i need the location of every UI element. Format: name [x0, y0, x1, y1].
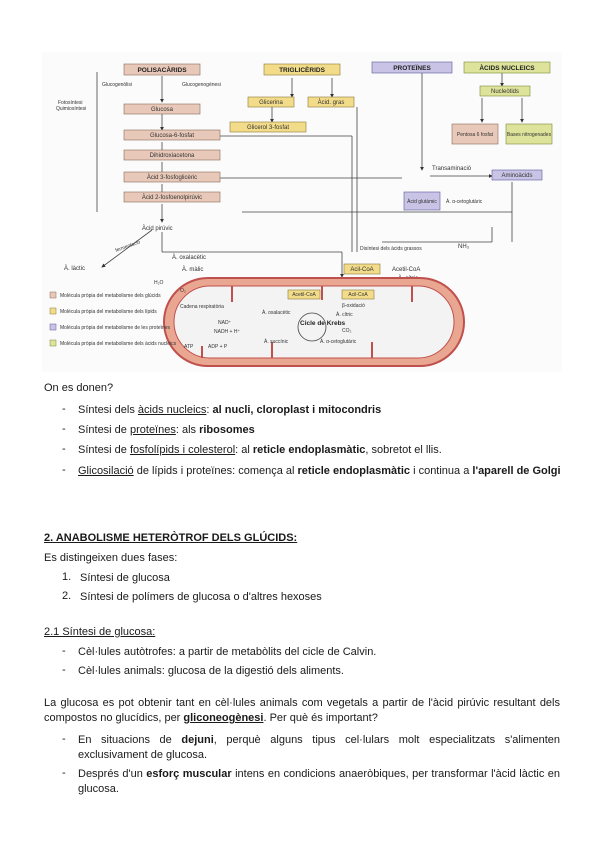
- glucosa6-label: Glucosa-6-fosfat: [150, 133, 194, 139]
- cadena-label: Cadena respiratòria: [180, 304, 224, 310]
- list-item: Síntesi de proteïnes: als ribosomes: [78, 424, 255, 436]
- cell-item: Cèl·lules autòtrofes: a partir de metabò…: [78, 646, 377, 658]
- proteines-label: PROTEÏNES: [393, 64, 431, 72]
- acetil-coa-label: Acetil-CoA: [292, 292, 316, 298]
- pentosa-label: Pentosa 6 fosfat: [457, 132, 494, 138]
- list-item: Síntesi de fosfolípids i colesterol: al …: [78, 444, 442, 456]
- cell-item: Cèl·lules animals: glucosa de la digesti…: [78, 665, 344, 677]
- fermentacio-label: fermentació: [115, 239, 142, 254]
- acid3-label: Àcid 3-fosfoglicèric: [147, 174, 197, 181]
- glucogenogenesi-label: Glucogenogènesi: [182, 82, 221, 88]
- quimiosintesi-label: Quimiosíntesi: [56, 106, 86, 112]
- legend-carbs: Molècula pròpia del metabolisme dels glú…: [60, 293, 161, 299]
- acids-grassos-label: Àcid. gras: [318, 99, 345, 106]
- a-oxalacetic-in-label: À. oxalacètic: [262, 309, 291, 316]
- h2o-label: H₂O: [154, 280, 164, 286]
- trigliceris-label: TRIGLICÈRIDS: [279, 65, 326, 74]
- acil-coa-in-label: Acil-CoA: [348, 292, 368, 298]
- dihidroxiacetona-label: Dihidroxiacetona: [150, 153, 195, 159]
- section-title: 2. ANABOLISME HETERÒTROF DELS GLÚCIDS:: [44, 532, 298, 544]
- a-succinic-label: À. succínic: [264, 338, 289, 345]
- glucosa-label: Glucosa: [151, 107, 174, 113]
- list-item: Glicosilació de lípids i proteïnes: come…: [78, 465, 561, 477]
- aminoacids-label: Aminoàcids: [501, 173, 532, 179]
- polisacarids-label: POLISACÀRIDS: [137, 65, 187, 74]
- a-cetoglutaric-in-label: À. α-cetoglutàric: [320, 338, 357, 345]
- legend: Molècula pròpia del metabolisme dels glú…: [49, 291, 177, 347]
- phase-item: Síntesi de polímers de glucosa o d'altre…: [80, 591, 322, 603]
- list-item: Síntesi dels àcids nucleics: al nucli, c…: [78, 404, 382, 416]
- transaminacio-label: Transaminació: [432, 166, 472, 172]
- nh3-label: NH₃: [458, 244, 470, 250]
- acetil-coa-out-label: Acetil-CoA: [392, 267, 420, 273]
- acid-glutamic-label: Àcid glutàmic: [407, 198, 437, 205]
- nad-label: NAD⁺: [218, 320, 232, 326]
- adp-label: ADP + P: [208, 344, 228, 350]
- acid-lactic-label: À. làctic: [64, 265, 85, 272]
- legend-lipids: Molècula pròpia del metabolisme dels líp…: [60, 309, 157, 315]
- cetoglutaric-label: À. α-cetoglutàric: [446, 198, 483, 205]
- section-intro: Es distingeixen dues fases:: [44, 552, 178, 564]
- a-citric-in-label: À. cítric: [336, 311, 353, 318]
- disintesi-label: Disíntesi dels àcids grassos: [360, 246, 422, 252]
- bases-label: Bases nitrogenades: [507, 132, 552, 138]
- reason-item: En situacions de dejuni, perquè alguns t…: [78, 734, 560, 761]
- glicerol3-label: Glicerol 3-fosfat: [247, 125, 289, 131]
- legend-proteins: Molècula pròpia del metabolisme de les p…: [60, 325, 171, 331]
- nucleotids-label: Nucleòtids: [491, 89, 519, 95]
- metabolism-diagram: POLISACÀRIDS Glucogenòlisi Glucogenogène…: [42, 52, 562, 372]
- co2-label: CO₂: [342, 328, 352, 334]
- nadh-label: NADH + H⁺: [214, 329, 240, 335]
- mitochondrion: [163, 277, 465, 367]
- legend-nucleic: Molècula pròpia del metabolisme dels àci…: [60, 341, 177, 347]
- acil-coa-label: Acil-CoA: [350, 267, 373, 273]
- acid-piruvic-label: Àcid pirúvic: [142, 225, 173, 232]
- acid2-label: Àcid 2-fosfoenolpirúvic: [142, 194, 202, 201]
- o2-label: O₂: [180, 288, 186, 294]
- acids-nucleics-label: ÀCIDS NUCLEICS: [479, 63, 535, 72]
- atp-label: ATP: [184, 344, 194, 350]
- glucogenolisi-label: Glucogenòlisi: [102, 82, 132, 88]
- glicerina-label: Glicerina: [259, 100, 283, 106]
- beta-oxidacio-label: β-oxidació: [342, 303, 365, 309]
- paragraph: La glucosa es pot obtenir tant en cèl·lu…: [44, 697, 560, 724]
- subsection-title: 2.1 Síntesi de glucosa:: [44, 626, 156, 638]
- phase-item: Síntesi de glucosa: [80, 572, 170, 584]
- question: On es donen?: [44, 382, 114, 394]
- a-oxalacetic-label: À. oxalacètic: [172, 254, 206, 261]
- fotosintesi-label: Fotosíntesi: [58, 100, 82, 106]
- cicle-label: Cicle de Krebs: [300, 320, 346, 327]
- reason-item: Després d'un esforç muscular intens en c…: [78, 768, 560, 795]
- a-malic-label: À. màlic: [182, 266, 203, 273]
